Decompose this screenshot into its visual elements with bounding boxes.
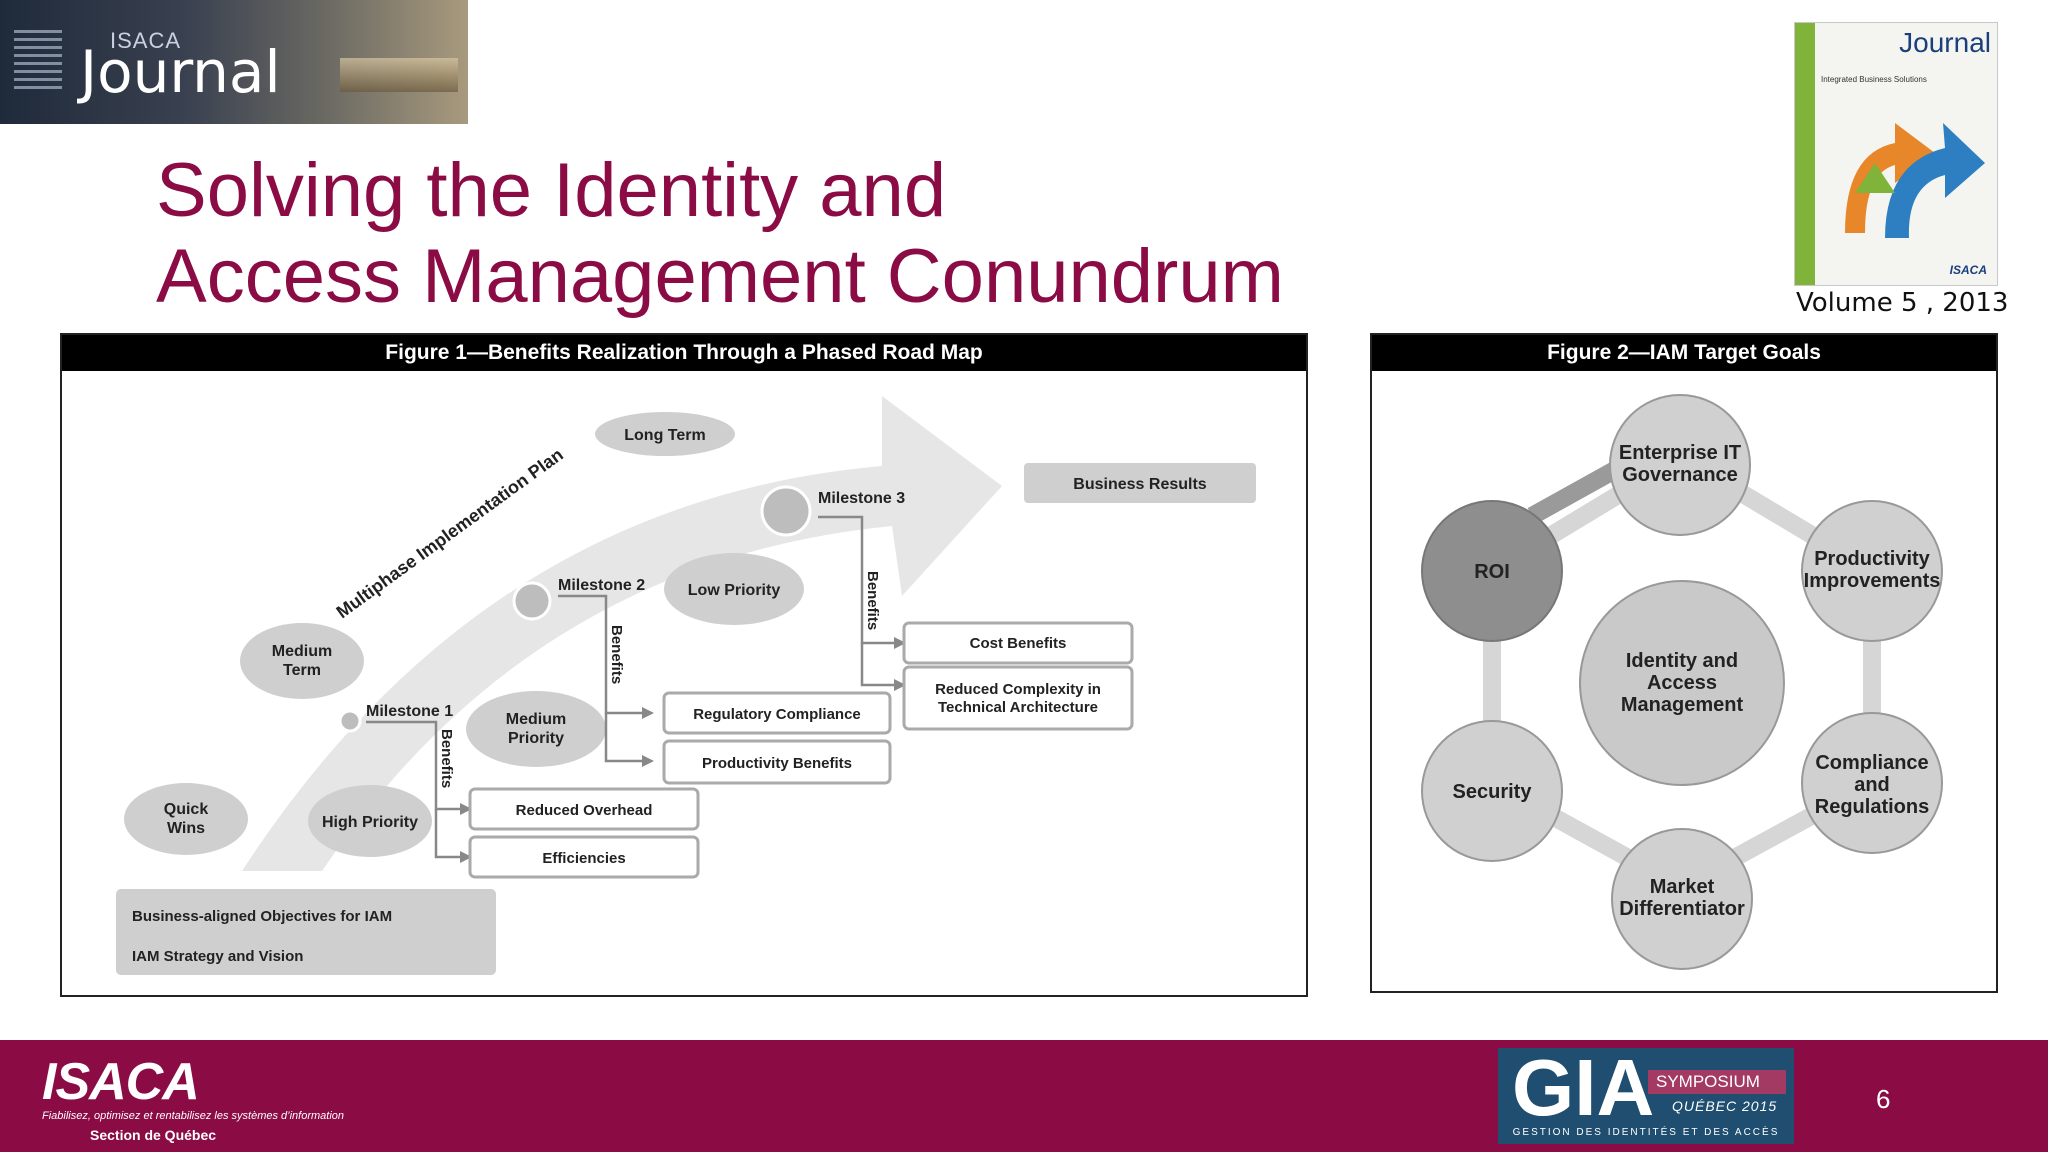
productivity-node xyxy=(1801,500,1943,642)
medium-priority-label-2: Priority xyxy=(508,730,564,747)
figure2-panel: Figure 2—IAM Target Goals Identity and A… xyxy=(1370,333,1998,993)
roi-node xyxy=(1421,500,1563,642)
security-node xyxy=(1421,720,1563,862)
isaca-journal-banner: ISACA Journal xyxy=(0,0,468,124)
governance-label-1: Enterprise IT xyxy=(1619,442,1741,464)
cover-arrows-icon xyxy=(1845,123,1985,238)
gia-city-label: QUÉBEC 2015 xyxy=(1672,1098,1778,1114)
milestone2-label: Milestone 2 xyxy=(558,577,645,594)
market-node xyxy=(1611,828,1753,970)
market-label-2: Differentiator xyxy=(1619,898,1745,920)
compliance-label-2: and xyxy=(1854,774,1890,796)
regulatory-compliance-box xyxy=(662,691,892,735)
regulatory-compliance-label: Regulatory Compliance xyxy=(693,706,861,723)
milestone2-dot xyxy=(512,581,552,621)
figure2-heading: Figure 2—IAM Target Goals xyxy=(1372,335,1996,371)
high-priority-label: High Priority xyxy=(322,814,418,831)
low-priority-label: Low Priority xyxy=(688,582,781,599)
cost-benefits-box xyxy=(902,621,1134,665)
gia-tagline: GESTION DES IDENTITÉS ET DES ACCÈS xyxy=(1512,1127,1780,1138)
figure1-heading: Figure 1—Benefits Realization Through a … xyxy=(62,335,1306,371)
quick-wins-ellipse xyxy=(124,783,248,855)
quick-wins-label-2: Wins xyxy=(167,820,205,837)
page-number: 6 xyxy=(1876,1084,1891,1114)
figure1-roadmap-diagram: Multiphase Implementation Plan Long Term… xyxy=(116,396,1256,975)
reduced-overhead-box xyxy=(468,787,700,831)
strategy-label: IAM Strategy and Vision xyxy=(132,948,303,965)
compliance-node xyxy=(1801,712,1943,854)
isaca-tagline: Fiabilisez, optimisez et rentabilisez le… xyxy=(42,1110,345,1122)
roadmap-arrow-shape xyxy=(242,396,1002,871)
iam-center-circle xyxy=(1579,580,1785,786)
roi-link-dark xyxy=(1527,458,1627,524)
connector-arrowheads xyxy=(460,637,906,863)
medium-priority-ellipse xyxy=(466,691,606,767)
security-label: Security xyxy=(1453,781,1533,803)
roi-label: ROI xyxy=(1474,561,1510,583)
banner-lines-decoration xyxy=(14,30,62,92)
business-results-label: Business Results xyxy=(1073,476,1206,493)
medium-term-ellipse xyxy=(240,623,364,699)
isaca-logo: ISACA xyxy=(42,1053,200,1111)
cover-brand: Journal xyxy=(1899,27,1991,58)
iam-center-label-1: Identity and xyxy=(1626,650,1738,672)
journal-cover-image: Journal Integrated Business Solutions IS… xyxy=(1794,22,1998,286)
milestone3-label: Milestone 3 xyxy=(818,490,905,507)
iam-center-label-3: Management xyxy=(1621,694,1744,716)
milestone1-dot xyxy=(338,709,362,733)
milestone3-dot xyxy=(760,485,812,537)
medium-priority-label-1: Medium xyxy=(506,711,566,728)
reduced-overhead-label: Reduced Overhead xyxy=(516,802,653,819)
cover-volume-label: Volume 5 , 2013 xyxy=(1796,288,2009,318)
gia-big-label: GIA xyxy=(1512,1043,1655,1132)
slide-title-line1: Solving the Identity and xyxy=(156,148,947,233)
milestone1-connectors xyxy=(366,720,460,859)
governance-label-2: Governance xyxy=(1622,464,1738,486)
long-term-ellipse xyxy=(595,412,735,456)
cover-green-stripe xyxy=(1795,23,1815,285)
milestone3-connectors xyxy=(818,515,894,687)
reduced-complexity-label-2: Technical Architecture xyxy=(938,699,1098,716)
gia-symposium-logo: GIA SYMPOSIUM QUÉBEC 2015 GESTION DES ID… xyxy=(1498,1043,1794,1144)
benefits-label-3: Benefits xyxy=(864,571,881,630)
efficiencies-box xyxy=(468,835,700,879)
isaca-section: Section de Québec xyxy=(90,1127,217,1143)
long-term-label: Long Term xyxy=(624,427,705,444)
benefits-label-1: Benefits xyxy=(438,729,455,788)
medium-term-label-1: Medium xyxy=(272,643,332,660)
figure2-goals-diagram: Identity and Access Management Enterpris… xyxy=(1421,394,1943,970)
milestone1-label: Milestone 1 xyxy=(366,703,453,720)
gia-symposium-label: SYMPOSIUM xyxy=(1648,1070,1786,1094)
foundation-box xyxy=(116,889,496,975)
reduced-complexity-box xyxy=(902,665,1134,731)
medium-term-label-2: Term xyxy=(283,662,321,679)
quick-wins-label-1: Quick xyxy=(164,801,209,818)
productivity-label-2: Improvements xyxy=(1804,570,1941,592)
market-label-1: Market xyxy=(1650,876,1715,898)
productivity-label-1: Productivity xyxy=(1814,548,1930,570)
objectives-label: Business-aligned Objectives for IAM xyxy=(132,908,392,925)
low-priority-ellipse xyxy=(664,553,804,625)
iam-center-label-2: Access xyxy=(1647,672,1717,694)
high-priority-ellipse xyxy=(308,785,432,857)
reduced-complexity-label-1: Reduced Complexity in xyxy=(935,681,1101,698)
compliance-label-3: Regulations xyxy=(1815,796,1929,818)
benefits-label-2: Benefits xyxy=(608,625,625,684)
cover-publisher: ISACA xyxy=(1949,263,1987,277)
compliance-label-1: Compliance xyxy=(1815,752,1928,774)
slide-title: Solving the Identity and Access Manageme… xyxy=(156,148,1356,320)
business-results-box xyxy=(1024,463,1256,503)
figure1-panel: Figure 1—Benefits Realization Through a … xyxy=(60,333,1308,997)
banner-journal-label: Journal xyxy=(80,38,281,106)
slide-title-line2: Access Management Conundrum xyxy=(156,234,1284,319)
milestone2-connectors xyxy=(558,594,642,763)
banner-isaca-label: ISACA xyxy=(110,28,182,53)
efficiencies-label: Efficiencies xyxy=(542,850,625,867)
productivity-benefits-box xyxy=(662,739,892,785)
banner-photo-decoration xyxy=(340,58,458,92)
cost-benefits-label: Cost Benefits xyxy=(970,635,1067,652)
governance-node xyxy=(1609,394,1751,536)
cover-subtitle: Integrated Business Solutions xyxy=(1821,75,1927,84)
productivity-benefits-label: Productivity Benefits xyxy=(702,755,852,772)
